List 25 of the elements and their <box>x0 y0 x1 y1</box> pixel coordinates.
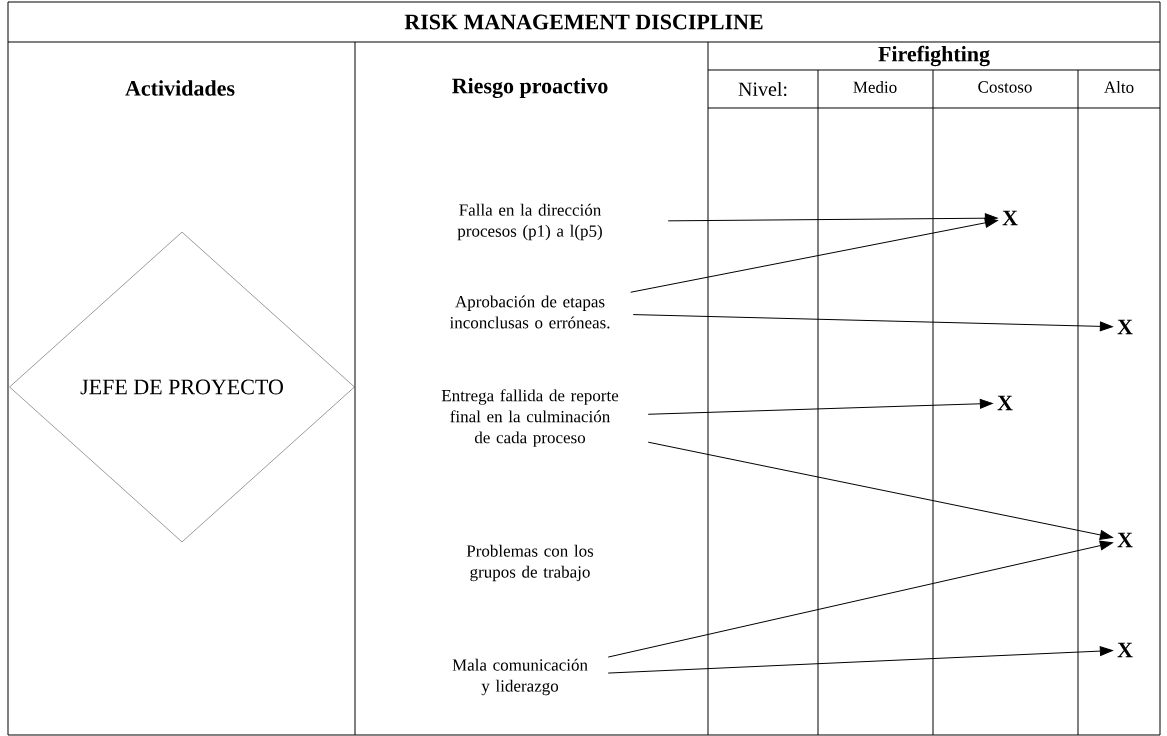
x-mark: X <box>1002 210 1018 226</box>
arrow <box>647 441 1113 540</box>
arrow <box>607 646 1113 674</box>
risk-text: Mala comunicación y liderazgo <box>452 658 588 696</box>
arrow <box>630 217 998 293</box>
column-header: Nivel: <box>738 81 787 97</box>
column-header: Costoso <box>978 81 1032 93</box>
risk-text: Problemas con los grupos de trabajo <box>466 544 594 582</box>
x-mark: X <box>997 395 1013 411</box>
risk-text: Falla en la dirección procesos (p1) a l(p5) <box>457 203 602 241</box>
arrow <box>667 213 998 224</box>
column-header: Medio <box>853 81 897 93</box>
risk-text: Entrega fallida de reporte final en la culminación de cada proceso <box>441 389 619 447</box>
arrow <box>607 540 1113 658</box>
x-mark: X <box>1117 532 1133 548</box>
risk-text: Aprobación de etapas inconclusas o erróneas. <box>449 295 610 329</box>
column-header: Actividades <box>125 80 235 96</box>
column-header: Alto <box>1104 81 1134 93</box>
arrow <box>647 398 993 415</box>
x-mark: X <box>1117 642 1133 658</box>
arrow <box>632 314 1113 332</box>
column-header: Riesgo proactivo <box>452 77 608 99</box>
x-mark: X <box>1117 319 1133 335</box>
table-title: RISK MANAGEMENT DISCIPLINE <box>404 14 763 30</box>
column-header: Firefighting <box>878 45 990 67</box>
